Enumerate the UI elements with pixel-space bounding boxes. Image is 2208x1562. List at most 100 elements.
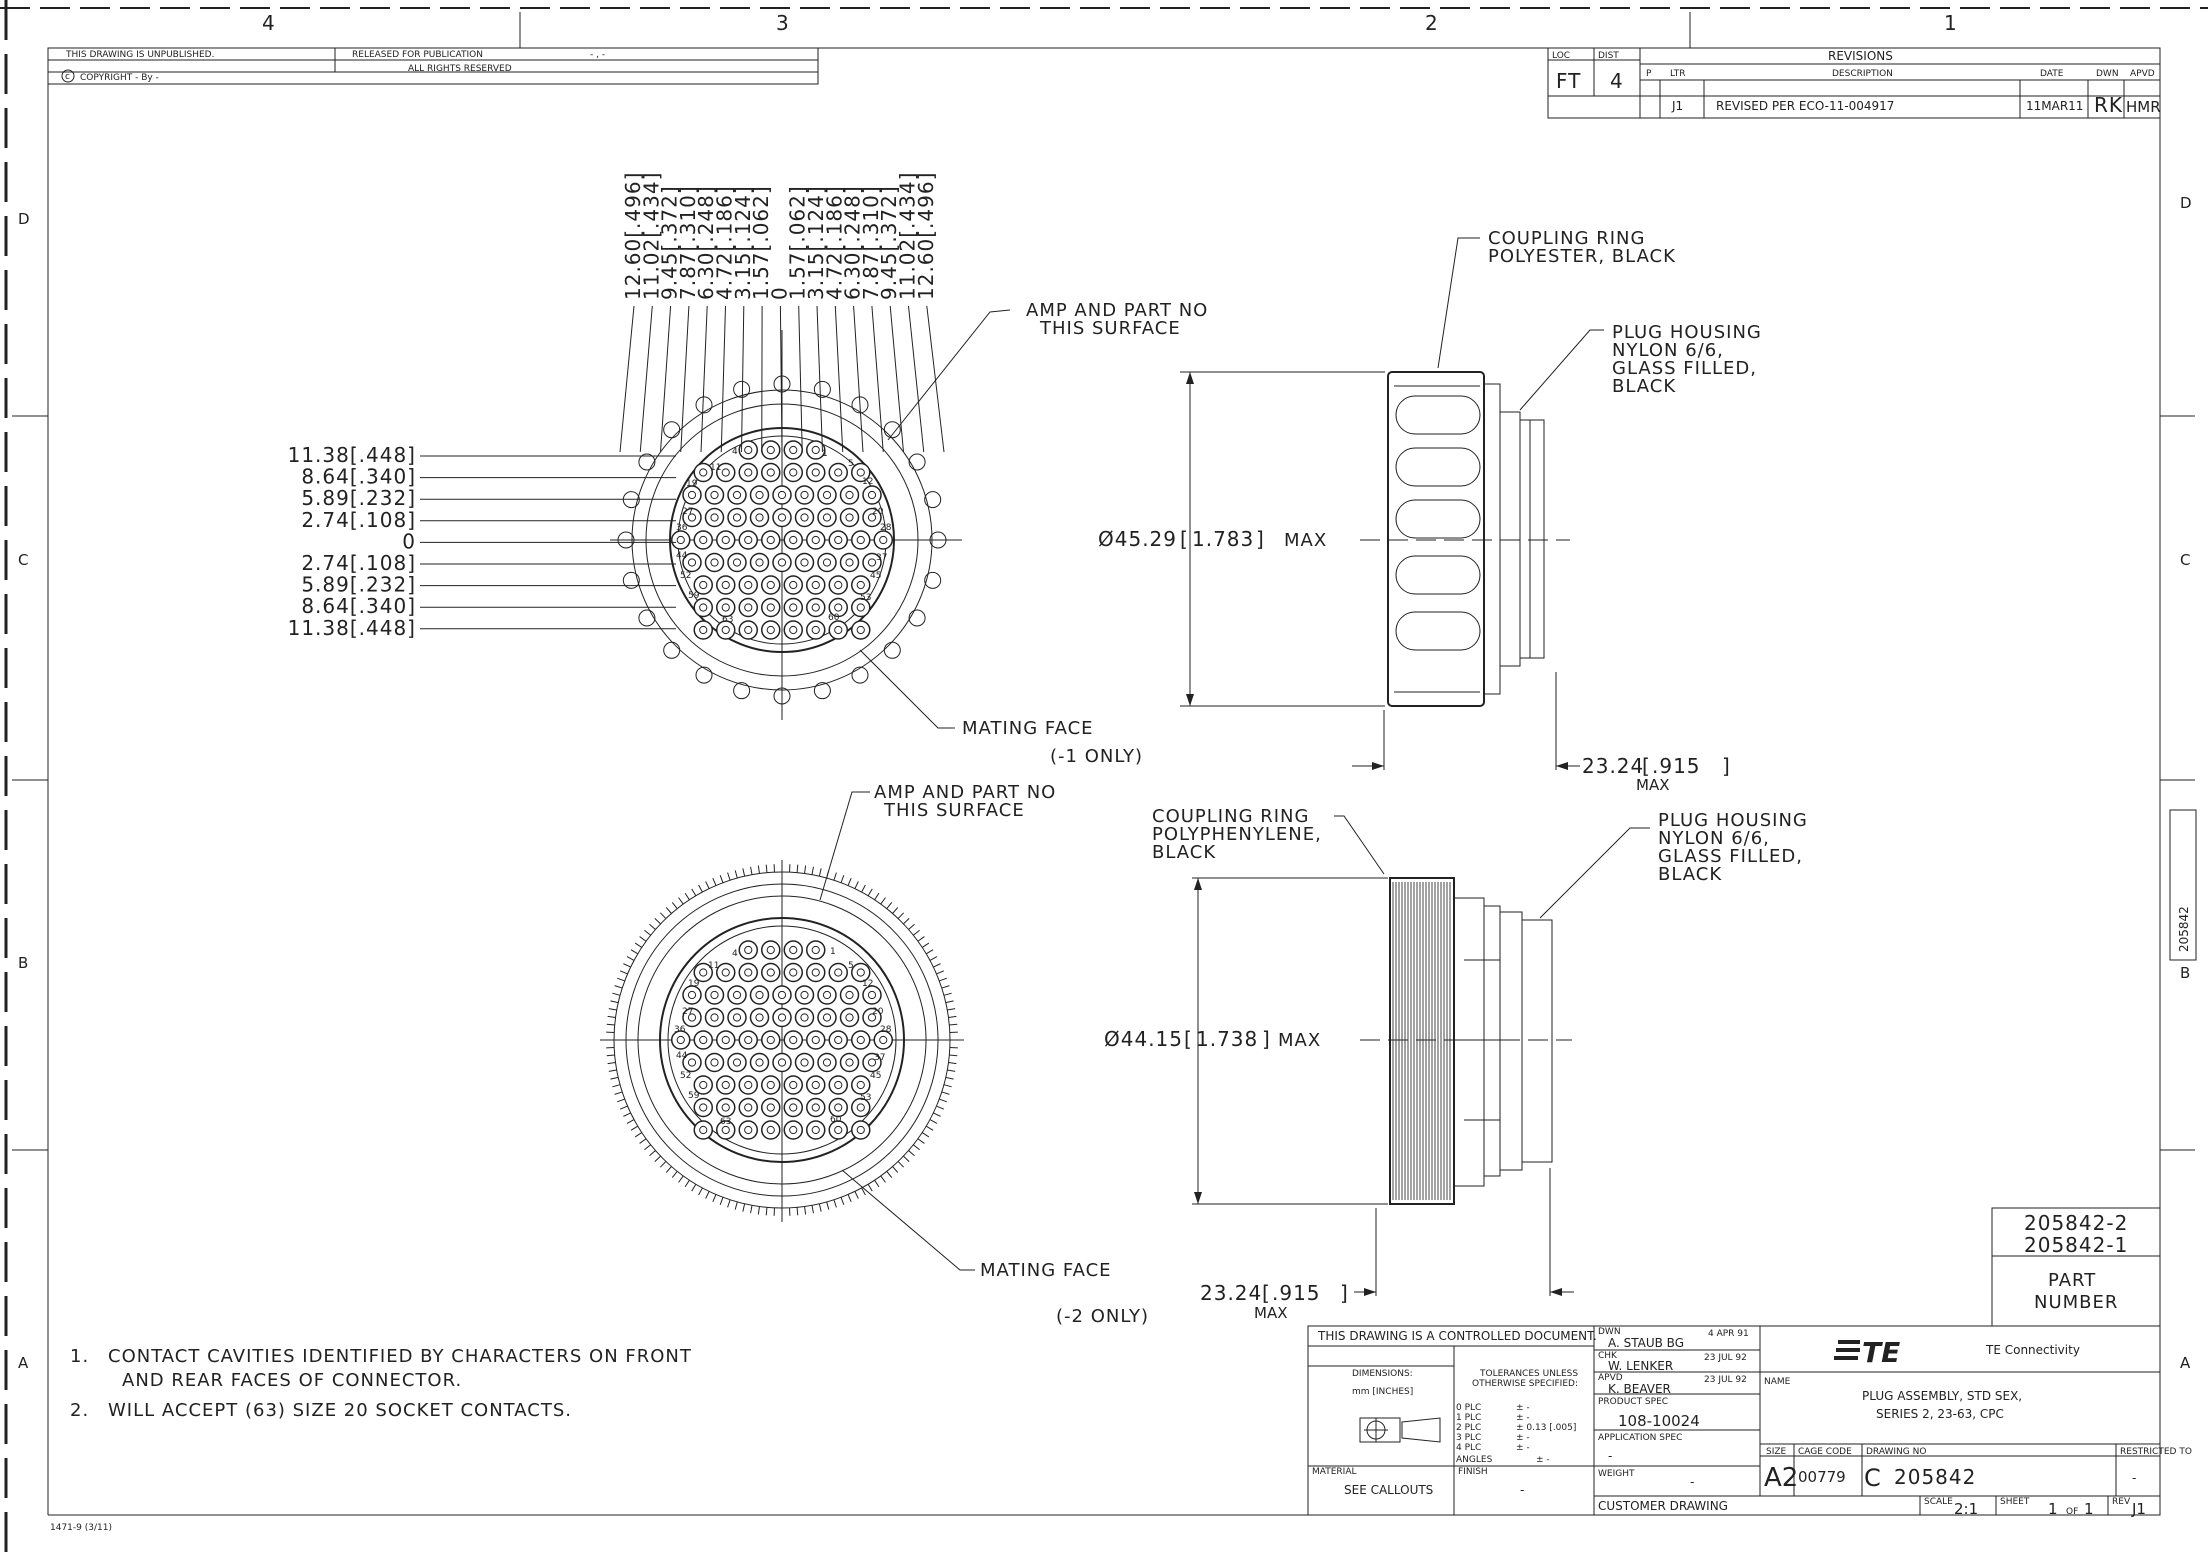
v2-callout-ring-1: COUPLING RING bbox=[1488, 228, 1645, 249]
top-dimension-label: 6.30[.248] bbox=[694, 185, 718, 300]
contact-cavity-inner bbox=[710, 558, 719, 567]
knurl-tooth bbox=[939, 1098, 947, 1103]
v3-pin-4: 4 bbox=[732, 949, 738, 959]
knurl-tooth bbox=[945, 1076, 954, 1080]
contact-cavity bbox=[817, 507, 837, 528]
contact-cavity bbox=[772, 985, 792, 1005]
knurl-tooth bbox=[804, 1206, 807, 1215]
contact-cavity-inner bbox=[834, 625, 843, 635]
knurl-tooth bbox=[947, 1008, 956, 1011]
col-label-4: 4 bbox=[262, 11, 276, 35]
v3-mating-leader bbox=[841, 1169, 975, 1271]
contact-cavity bbox=[761, 1097, 781, 1118]
name-label: NAME bbox=[1764, 1377, 1791, 1387]
contact-cavity bbox=[806, 575, 826, 595]
contact-cavity bbox=[761, 440, 781, 460]
knurl-tooth bbox=[886, 902, 893, 909]
contact-cavity-inner bbox=[744, 625, 753, 635]
top-dimension-label: 3.15[.124] bbox=[804, 185, 828, 300]
contact-cavity-inner bbox=[822, 1058, 832, 1067]
tolerances-2: OTHERWISE SPECIFIED: bbox=[1472, 1379, 1578, 1389]
contact-cavity bbox=[693, 1075, 713, 1095]
view4-knurl-lines bbox=[1392, 882, 1451, 1200]
v3-pin-37: 37 bbox=[874, 1053, 885, 1063]
contact-cavity-inner bbox=[721, 1103, 730, 1112]
v4-length-in: .915 bbox=[1272, 1281, 1321, 1305]
contact-cavity-inner bbox=[789, 1080, 798, 1090]
knurl-tooth bbox=[639, 1138, 647, 1144]
contact-cavity-inner bbox=[777, 1013, 787, 1022]
contact-cavity bbox=[783, 440, 803, 460]
v4-length-open: [ bbox=[1262, 1281, 1271, 1305]
rev-header-desc: DESCRIPTION bbox=[1832, 69, 1893, 79]
size-label: SIZE bbox=[1766, 1447, 1787, 1457]
v1-pin-36: 36 bbox=[676, 523, 688, 533]
v2-length-suffix: MAX bbox=[1636, 776, 1669, 794]
contact-cavity-inner bbox=[811, 968, 820, 977]
contact-cavity-inner bbox=[867, 558, 877, 567]
dwn-date: 4 APR 91 bbox=[1708, 1329, 1749, 1339]
knurl-tooth bbox=[671, 902, 678, 909]
contact-cavity-inner bbox=[789, 603, 798, 612]
rev-value: J1 bbox=[2131, 1500, 2146, 1518]
knurl-bump bbox=[638, 453, 656, 471]
contact-cavity bbox=[738, 575, 758, 595]
contact-cavity bbox=[749, 1052, 770, 1073]
v3-pin-44: 44 bbox=[676, 1051, 688, 1061]
contact-cavity bbox=[727, 485, 747, 505]
top-dimension-leader bbox=[660, 305, 672, 453]
contact-cavity bbox=[693, 530, 713, 550]
contact-cavity bbox=[693, 575, 713, 595]
v3-pin-27: 27 bbox=[682, 1007, 693, 1017]
v4-length: 23.24 bbox=[1200, 1281, 1262, 1305]
contact-cavity-inner bbox=[732, 558, 742, 567]
contact-cavity-inner bbox=[766, 1103, 775, 1112]
knurl-tooth bbox=[719, 1197, 724, 1205]
grip-slot bbox=[1395, 611, 1481, 651]
v1-pin-63: 63 bbox=[722, 615, 733, 625]
contact-cavity bbox=[693, 962, 713, 983]
top-dimension-label: 1.57[.062] bbox=[749, 185, 773, 300]
v4-diameter-in: 1.738 bbox=[1196, 1027, 1258, 1051]
v2-callout-housing-1: PLUG HOUSING bbox=[1612, 322, 1762, 343]
v2-callout-ring-2: POLYESTER, BLACK bbox=[1488, 246, 1676, 267]
v1-pin-20: 20 bbox=[872, 507, 884, 517]
product-spec: 108-10024 bbox=[1618, 1412, 1700, 1430]
contact-cavity-inner bbox=[856, 535, 865, 545]
v3-pin-20: 20 bbox=[872, 1007, 884, 1017]
knurl-tooth bbox=[630, 1125, 639, 1131]
contact-cavity-inner bbox=[811, 945, 820, 955]
knurl-tooth bbox=[671, 1171, 678, 1178]
contact-cavity bbox=[851, 962, 871, 983]
knurl-tooth bbox=[933, 1112, 941, 1117]
v3-pin-5: 5 bbox=[848, 961, 854, 971]
contact-cavity-inner bbox=[789, 445, 798, 455]
v4-callout-housing-3: GLASS FILLED, bbox=[1658, 846, 1803, 867]
contact-cavity-inner bbox=[766, 1080, 775, 1090]
contact-cavity bbox=[806, 1030, 826, 1050]
knurl-tooth bbox=[660, 912, 667, 919]
part-number-label-2: NUMBER bbox=[2034, 1292, 2118, 1313]
v4-bracket-open: [ bbox=[1184, 1027, 1193, 1051]
contact-cavity bbox=[828, 530, 848, 550]
contact-cavity-inner bbox=[744, 945, 753, 955]
top-dimension-label: 0 bbox=[767, 286, 791, 300]
knurl-tooth bbox=[678, 1175, 684, 1183]
rev-header-apvd: APVD bbox=[2130, 69, 2155, 79]
knurl-tooth bbox=[719, 875, 724, 883]
knurl-tooth bbox=[619, 970, 628, 975]
cage-value: 00779 bbox=[1798, 1468, 1846, 1486]
contact-cavity bbox=[738, 1120, 758, 1140]
contact-cavity-inner bbox=[744, 968, 753, 977]
knurl-tooth bbox=[654, 1155, 661, 1162]
v1-pin-27: 27 bbox=[682, 507, 693, 517]
contact-cavity-inner bbox=[710, 490, 719, 500]
contact-cavity-inner bbox=[766, 603, 775, 612]
knurl-tooth bbox=[811, 866, 814, 875]
contact-cavity bbox=[862, 1007, 882, 1028]
note-1-num: 1. bbox=[70, 1346, 89, 1367]
contact-cavity-inner bbox=[699, 625, 708, 635]
v2-callout-housing-2: NYLON 6/6, bbox=[1612, 340, 1724, 361]
restricted-value: - bbox=[2132, 1471, 2136, 1485]
row-label-c-left: C bbox=[18, 551, 28, 569]
